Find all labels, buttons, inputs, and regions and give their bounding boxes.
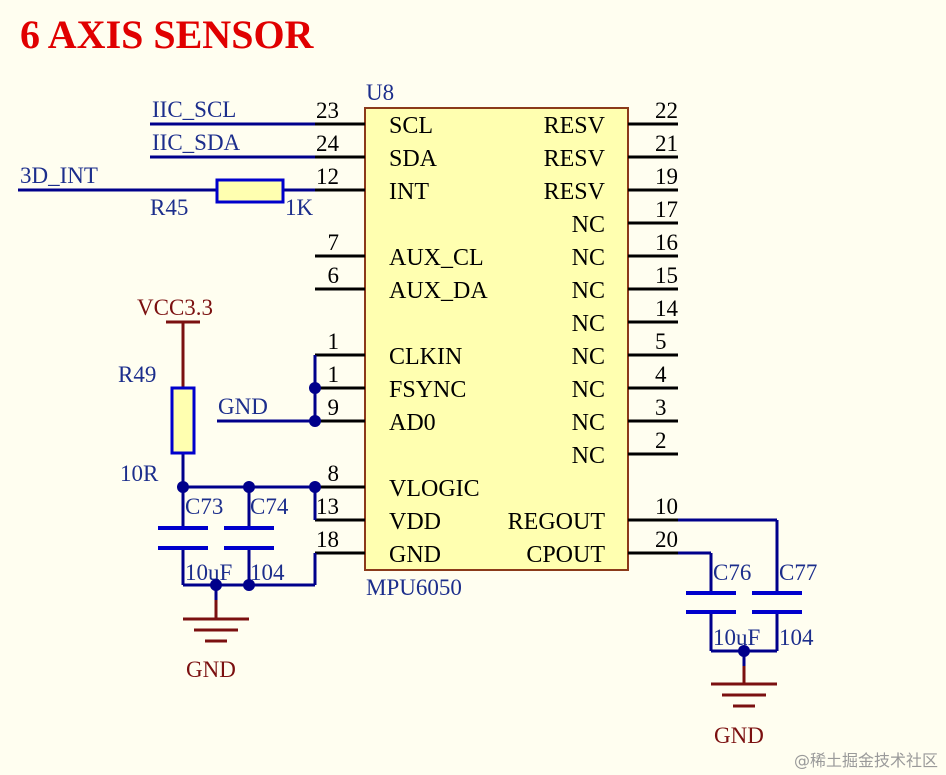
r49-value: 10R [120,461,159,486]
chip-designator: U8 [366,80,394,105]
pin-number-sda: 24 [316,131,340,156]
pin-number-vdd: 13 [316,494,339,519]
right-pin-group: 22RESV21RESV19RESV17NC16NC15NC14NC5NC4NC… [508,98,679,568]
r45-value: 1K [285,195,314,220]
pin-label-cpout: CPOUT [526,542,605,568]
pin-number-fsync: 1 [328,362,340,387]
pin-number-nc: 4 [655,362,667,387]
junction-vlogic [309,481,321,493]
pin-label-resv: RESV [544,113,606,139]
vcc-label: VCC3.3 [137,295,213,320]
capacitor-c74 [224,526,274,550]
pin-label-vlogic: VLOGIC [389,476,480,502]
resistor-r45 [215,178,285,204]
pin-label-resv: RESV [544,146,606,172]
pin-number-nc: 3 [655,395,667,420]
pin-number-ad0: 9 [328,395,340,420]
pin-number-int: 12 [316,164,339,189]
pin-label-sda: SDA [389,146,438,172]
pin-label-aux-cl: AUX_CL [389,245,484,271]
pin-number-cpout: 20 [655,527,678,552]
pin-number-scl: 23 [316,98,339,123]
pin-label-nc: NC [572,245,605,271]
pin-number-resv: 19 [655,164,678,189]
pin-label-regout: REGOUT [508,509,606,535]
junction-c74-bottom [243,579,255,591]
pin-label-resv: RESV [544,179,606,205]
pin-number-nc: 2 [655,428,667,453]
pin-number-nc: 16 [655,230,678,255]
pin-number-aux-da: 6 [328,263,340,288]
pin-label-nc: NC [572,311,605,337]
pin-number-resv: 22 [655,98,678,123]
c74-ref: C74 [250,494,289,519]
pin-label-nc: NC [572,344,605,370]
ground-symbol-left [183,617,249,643]
mpu6050-chip-body [364,107,629,571]
left-pin-group: 23SCL24SDA12INT7AUX_CL6AUX_DA1CLKIN1FSYN… [315,98,488,568]
junction-gnd-right [738,645,750,657]
ground-symbol-right [711,682,777,708]
pin-label-ad0: AD0 [389,410,436,436]
net-label-gnd-ad0: GND [218,394,268,419]
r45-ref: R45 [150,195,188,220]
pin-label-gnd: GND [389,542,441,568]
junction-dots [177,382,750,657]
capacitor-c73 [158,526,208,550]
junction-ad0 [309,415,321,427]
c76-ref: C76 [713,560,751,585]
junction-gnd-left [210,579,222,591]
net-label-iic-sda: IIC_SDA [152,130,241,155]
junction-fsync [309,382,321,394]
pin-label-nc: NC [572,212,605,238]
diagram-title: 6 AXIS SENSOR [20,12,315,57]
c73-value: 10uF [185,560,232,585]
pin-label-int: INT [389,179,429,205]
c77-ref: C77 [779,560,817,585]
capacitor-c77 [752,591,802,614]
pin-number-resv: 21 [655,131,678,156]
pin-number-nc: 14 [655,296,679,321]
pin-label-nc: NC [572,410,605,436]
pin-label-clkin: CLKIN [389,344,462,370]
gnd-right-label: GND [714,723,764,748]
pin-label-nc: NC [572,278,605,304]
pin-label-scl: SCL [389,113,433,139]
watermark: @稀土掘金技术社区 [794,751,938,770]
pin-label-nc: NC [572,377,605,403]
resistor-r49 [170,386,196,455]
c76-value: 10uF [713,625,760,650]
pin-number-gnd: 18 [316,527,339,552]
pin-label-aux-da: AUX_DA [389,278,488,304]
chip-part-number: MPU6050 [366,575,462,600]
net-label-iic-scl: IIC_SCL [152,97,236,122]
junction-r49 [177,481,189,493]
pin-number-vlogic: 8 [328,461,340,486]
junction-c74-top [243,481,255,493]
c77-value: 104 [779,625,814,650]
pin-number-nc: 17 [655,197,678,222]
pin-number-clkin: 1 [328,329,340,354]
r49-ref: R49 [118,362,156,387]
capacitor-c76 [686,591,736,614]
pin-number-regout: 10 [655,494,678,519]
pin-number-nc: 15 [655,263,678,288]
pin-label-fsync: FSYNC [389,377,466,403]
pin-label-nc: NC [572,443,605,469]
c74-value: 104 [250,560,285,585]
c73-ref: C73 [185,494,223,519]
gnd-left-label: GND [186,657,236,682]
pin-number-nc: 5 [655,329,667,354]
net-label-3d-int: 3D_INT [20,163,98,188]
pin-number-aux-cl: 7 [328,230,340,255]
pin-label-vdd: VDD [389,509,441,535]
